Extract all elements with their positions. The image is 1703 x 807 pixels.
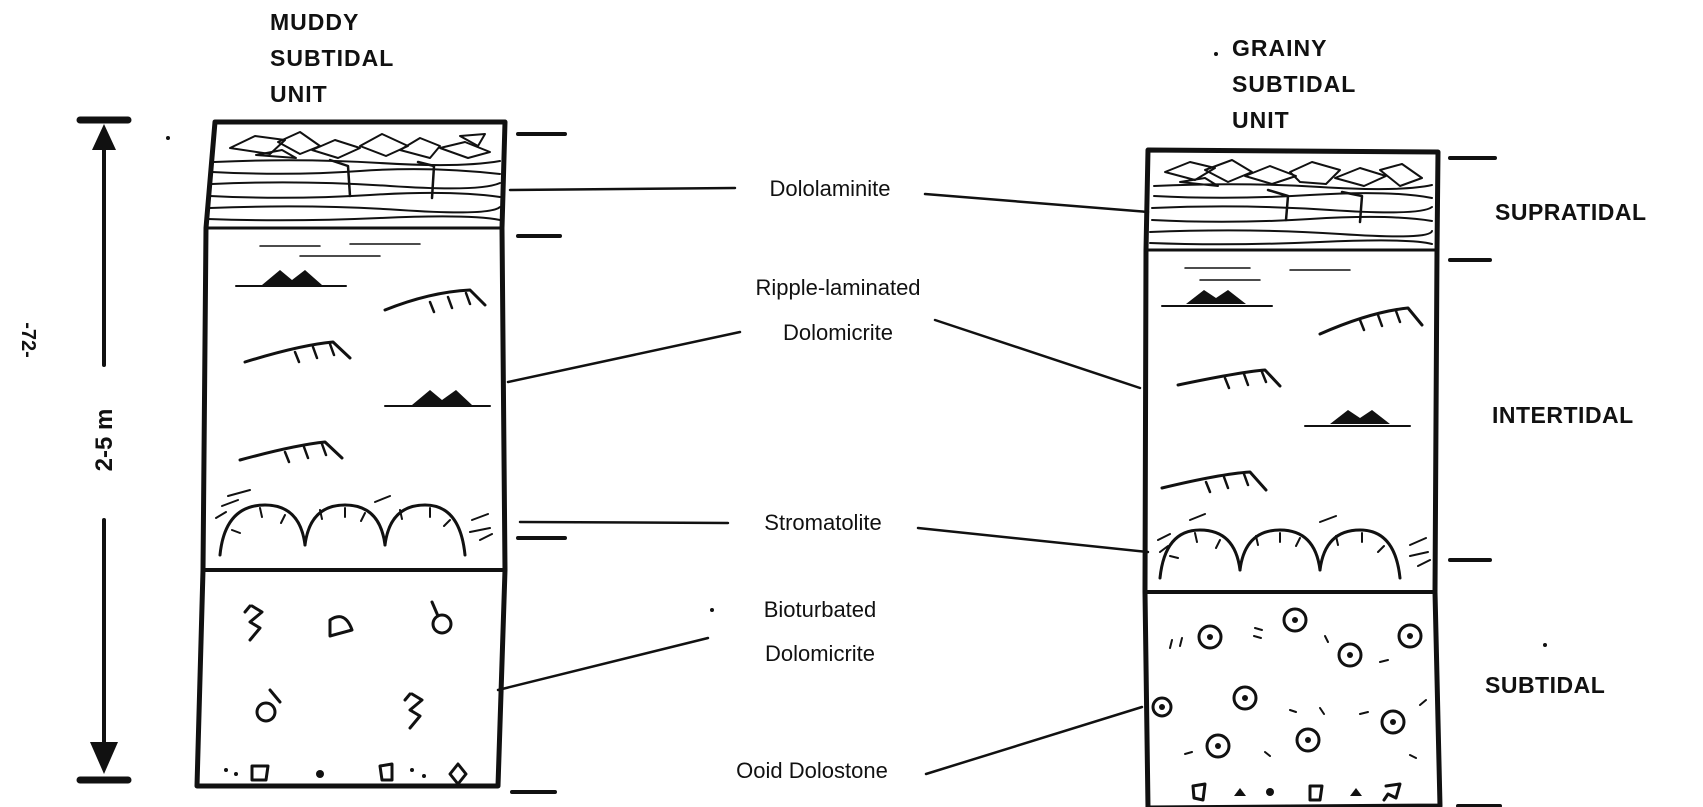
label-dololaminite: Dololaminite bbox=[769, 176, 890, 201]
grainy-unit-title: GRAINY SUBTIDAL UNIT bbox=[1232, 35, 1363, 133]
muddy-intraclasts bbox=[230, 132, 490, 158]
grainy-column bbox=[1145, 150, 1500, 807]
zone-subtidal: SUBTIDAL bbox=[1485, 672, 1605, 698]
grainy-dololaminite-laminae bbox=[1150, 184, 1432, 244]
label-ripple-laminated: Ripple-laminated bbox=[755, 275, 920, 300]
label-stromatolite: Stromatolite bbox=[764, 510, 881, 535]
muddy-ripple-symbols bbox=[236, 244, 490, 462]
grainy-ooid-symbols bbox=[1153, 609, 1426, 800]
zone-supratidal: SUPRATIDAL bbox=[1495, 199, 1647, 225]
grainy-ripple-symbols bbox=[1162, 268, 1422, 492]
muddy-stromatolite-symbol bbox=[216, 490, 492, 555]
scale-label: 2-5 m bbox=[91, 409, 118, 472]
grainy-stromatolite-symbol bbox=[1158, 514, 1430, 578]
label-ooid-dolostone: Ooid Dolostone bbox=[736, 758, 888, 783]
grainy-boundary-ticks bbox=[1450, 158, 1500, 806]
page-number: -72- bbox=[17, 322, 39, 358]
muddy-column bbox=[197, 122, 565, 792]
scale-bar: 2-5 m bbox=[80, 120, 128, 780]
muddy-boundary-ticks bbox=[512, 134, 565, 792]
label-bioturbated-dolomicrite: Dolomicrite bbox=[765, 641, 875, 666]
muddy-dololaminite-laminae bbox=[208, 160, 500, 220]
muddy-unit-title: MUDDY SUBTIDAL UNIT bbox=[270, 9, 401, 107]
zone-intertidal: INTERTIDAL bbox=[1492, 402, 1634, 428]
muddy-bioturbation-symbols bbox=[224, 602, 466, 784]
label-ripple-dolomicrite: Dolomicrite bbox=[783, 320, 893, 345]
grainy-intraclasts bbox=[1165, 160, 1422, 186]
label-bioturbated: Bioturbated bbox=[764, 597, 877, 622]
